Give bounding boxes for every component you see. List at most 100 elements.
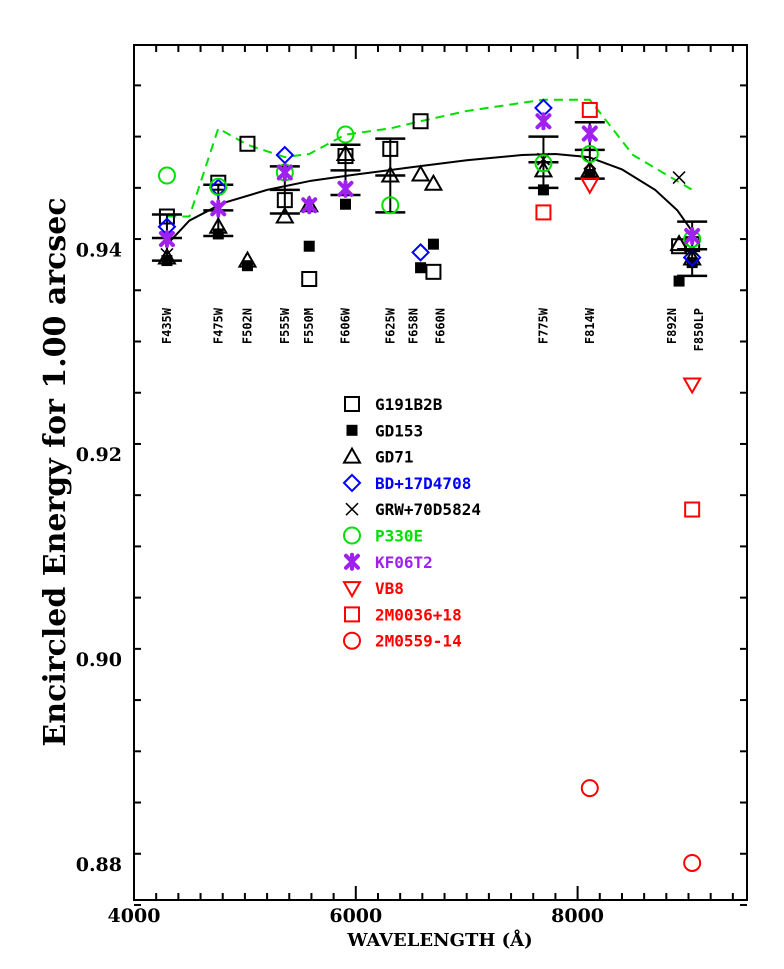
marker-gd153 bbox=[161, 255, 173, 267]
marker-g191b2b bbox=[158, 208, 175, 225]
legend-label: GD153 bbox=[375, 421, 423, 440]
legend-label: VB8 bbox=[375, 579, 404, 598]
x-tick-label: 6000 bbox=[329, 905, 382, 927]
marker-kf06t2 bbox=[210, 199, 227, 218]
legend-entry: KF06T2 bbox=[344, 552, 433, 572]
marker-gd153 bbox=[415, 262, 427, 274]
filter-label: F555W bbox=[278, 307, 292, 344]
legend-label: G191B2B bbox=[375, 395, 443, 414]
filter-label: F814W bbox=[583, 307, 597, 344]
marker-p330e bbox=[534, 154, 553, 173]
marker-p330e bbox=[336, 125, 355, 144]
legend-marker bbox=[346, 424, 358, 436]
marker-gd71 bbox=[237, 250, 258, 268]
legend-marker bbox=[344, 606, 360, 623]
marker-gd153 bbox=[212, 228, 224, 240]
marker-g191b2b bbox=[382, 140, 399, 157]
legend-entry: GRW+70D5824 bbox=[345, 500, 481, 519]
x-tick-label: 4000 bbox=[108, 905, 161, 927]
x-axis-label: WAVELENGTH (Å) bbox=[346, 928, 532, 951]
legend: G191B2B GD153GD71BD+17D4708GRW+70D5824P33… bbox=[342, 395, 481, 651]
x-tick-labels: 4000 6000 8000 bbox=[108, 905, 604, 927]
plot-frame bbox=[133, 44, 748, 901]
legend-marker bbox=[342, 446, 362, 464]
marker-gd71 bbox=[580, 160, 600, 178]
y-tick-label: 0.88 bbox=[76, 854, 122, 876]
legend-marker bbox=[345, 502, 359, 516]
legend-marker bbox=[344, 396, 360, 412]
marker-gd71 bbox=[335, 144, 356, 162]
filter-label: F850LP bbox=[692, 308, 706, 351]
y-tick-labels: 0.880.900.920.94 bbox=[76, 239, 122, 876]
marker-grw-70d5824 bbox=[672, 171, 686, 185]
x-tick-label: 8000 bbox=[551, 905, 604, 927]
y-tick-label: 0.90 bbox=[76, 649, 122, 671]
marker-g191b2b bbox=[239, 135, 256, 152]
marker-grw-70d5824 bbox=[536, 152, 550, 166]
marker-kf06t2 bbox=[337, 179, 354, 198]
marker-gd153 bbox=[673, 275, 685, 287]
marker-gd153 bbox=[339, 198, 351, 210]
marker-p330e bbox=[209, 177, 228, 196]
marker-2m0559-14 bbox=[580, 779, 599, 798]
axis-ticks bbox=[133, 45, 747, 906]
marker-bd-17d4708 bbox=[208, 178, 228, 198]
legend-label: KF06T2 bbox=[375, 553, 433, 572]
marker-g191b2b bbox=[425, 263, 442, 280]
legend-entry: BD+17D4708 bbox=[342, 473, 471, 493]
legend-entry: VB8 bbox=[342, 579, 404, 599]
marker-gd71 bbox=[208, 216, 229, 234]
marker-gd71 bbox=[410, 164, 431, 182]
marker-gd153 bbox=[686, 257, 698, 269]
marker-gd71 bbox=[669, 234, 689, 252]
marker-vb8 bbox=[580, 177, 600, 195]
legend-marker bbox=[342, 473, 362, 493]
y-tick-label: 0.92 bbox=[76, 444, 122, 466]
marker-bd-17d4708 bbox=[275, 145, 295, 165]
curves bbox=[166, 98, 695, 245]
data-markers bbox=[157, 98, 702, 872]
marker-2m0036-18 bbox=[684, 501, 701, 518]
filter-label: F892N bbox=[665, 308, 679, 344]
marker-kf06t2 bbox=[684, 226, 701, 245]
marker-2m0559-14 bbox=[683, 853, 702, 872]
legend-entry: GD71 bbox=[342, 446, 414, 467]
marker-kf06t2 bbox=[581, 124, 598, 143]
envelope-curve bbox=[167, 98, 695, 218]
marker-p330e bbox=[580, 145, 599, 164]
legend-label: GD71 bbox=[375, 448, 414, 467]
filter-label: F606W bbox=[338, 307, 352, 344]
marker-2m0036-18 bbox=[581, 101, 598, 118]
filter-label: F502N bbox=[240, 308, 254, 344]
marker-gd153 bbox=[303, 240, 315, 252]
legend-marker bbox=[344, 552, 360, 571]
marker-kf06t2 bbox=[535, 112, 552, 131]
legend-marker bbox=[342, 581, 362, 599]
marker-g191b2b bbox=[412, 113, 429, 130]
y-axis-label: Encircled Energy for 1.00 arcsec bbox=[38, 197, 73, 746]
marker-gd153 bbox=[427, 238, 439, 250]
marker-gd153 bbox=[537, 184, 549, 196]
legend-entry: P330E bbox=[343, 526, 423, 546]
marker-kf06t2 bbox=[276, 163, 293, 182]
legend-marker bbox=[343, 631, 361, 650]
error-bar bbox=[375, 137, 406, 214]
legend-marker bbox=[343, 526, 361, 545]
filter-label: F550M bbox=[302, 308, 316, 344]
legend-label: BD+17D4708 bbox=[375, 474, 471, 493]
marker-g191b2b bbox=[337, 148, 354, 165]
marker-p330e bbox=[381, 196, 400, 215]
legend-entry: 2M0559-14 bbox=[343, 631, 462, 651]
marker-vb8 bbox=[682, 377, 702, 395]
fit-curve bbox=[166, 152, 695, 245]
legend-entry: 2M0036+18 bbox=[344, 605, 462, 624]
filter-label: F475W bbox=[211, 307, 225, 344]
marker-2m0036-18 bbox=[535, 204, 552, 221]
marker-gd71 bbox=[423, 173, 444, 191]
marker-grw-70d5824 bbox=[160, 247, 174, 261]
legend-entry: GD153 bbox=[346, 421, 423, 440]
marker-g191b2b bbox=[301, 271, 318, 288]
marker-gd71 bbox=[157, 247, 177, 265]
filter-label: F435W bbox=[160, 307, 174, 344]
